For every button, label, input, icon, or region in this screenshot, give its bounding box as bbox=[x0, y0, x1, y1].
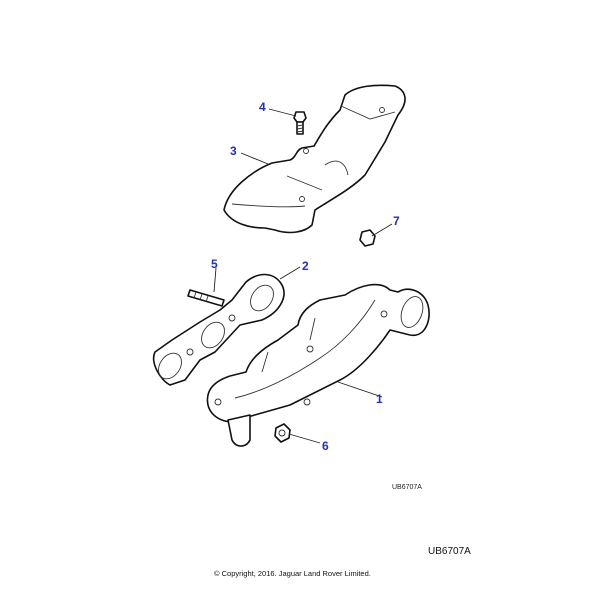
illustration-reference-small: UB6707A bbox=[392, 484, 422, 491]
heat-shield-bolt[interactable] bbox=[293, 111, 307, 135]
callout-2[interactable]: 2 bbox=[302, 259, 309, 273]
leader-line-2 bbox=[279, 266, 301, 280]
callout-4[interactable]: 4 bbox=[259, 100, 266, 114]
callout-7[interactable]: 7 bbox=[393, 214, 400, 228]
exhaust-manifold[interactable] bbox=[206, 283, 430, 447]
callout-3[interactable]: 3 bbox=[230, 144, 237, 158]
manifold-gasket[interactable] bbox=[152, 273, 285, 386]
callout-5[interactable]: 5 bbox=[211, 257, 218, 271]
illustration-reference: UB6707A bbox=[428, 546, 471, 557]
manifold-nut[interactable] bbox=[274, 423, 291, 443]
heat-shield-nut[interactable] bbox=[359, 229, 376, 247]
callout-6[interactable]: 6 bbox=[322, 439, 329, 453]
leader-line-7 bbox=[371, 223, 393, 237]
leader-line-3 bbox=[240, 152, 269, 165]
heat-shield[interactable] bbox=[223, 84, 406, 234]
leader-line-6 bbox=[288, 433, 321, 444]
copyright-notice: © Copyright, 2016. Jaguar Land Rover Lim… bbox=[214, 569, 371, 578]
callout-1[interactable]: 1 bbox=[376, 392, 383, 406]
leader-line-4 bbox=[268, 108, 297, 117]
leader-line-1 bbox=[337, 381, 383, 398]
leader-line-5 bbox=[213, 267, 217, 293]
manifold-stud[interactable] bbox=[187, 289, 225, 307]
